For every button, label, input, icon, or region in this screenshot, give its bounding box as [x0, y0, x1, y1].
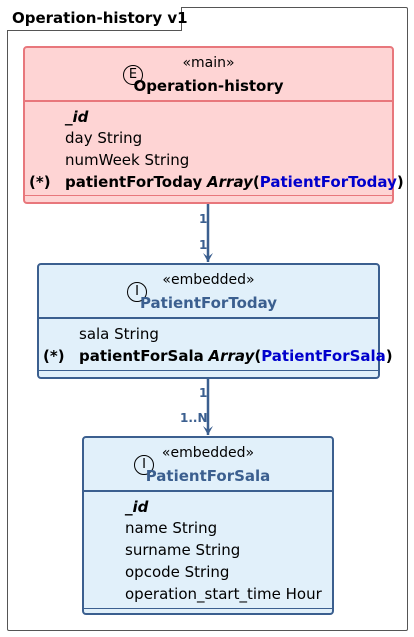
diagram-frame — [7, 7, 408, 631]
class-stereotype: «main» — [182, 55, 235, 71]
class-header-divider — [39, 317, 378, 319]
field-patientfortoday: patientForToday Array(PatientForToday) — [65, 173, 404, 191]
field-day: day String — [65, 129, 143, 147]
field-opcode: opcode String — [125, 563, 230, 581]
class-header-divider — [84, 490, 332, 492]
field-operation-start-time: operation_start_time Hour — [125, 585, 322, 603]
link-patientfortoday[interactable]: PatientForToday — [259, 173, 397, 191]
interface-icon: I — [127, 282, 147, 302]
class-patientfortoday[interactable]: I «embedded» PatientForToday sala String… — [37, 263, 393, 379]
class-operation-history[interactable]: E «main» Operation-history _id day Strin… — [23, 46, 404, 204]
class-header-divider — [25, 100, 392, 102]
link-patientforsala[interactable]: PatientForSala — [261, 347, 386, 365]
entity-icon: E — [123, 65, 143, 85]
frame-title-tab — [7, 7, 182, 31]
field-marker: (*) — [43, 347, 65, 365]
field-sala: sala String — [79, 325, 159, 343]
field-id: _id — [65, 108, 89, 126]
field-name: name String — [125, 519, 218, 537]
class-stereotype: «embedded» — [161, 445, 255, 461]
class-name: Operation-history — [133, 77, 284, 95]
interface-icon: I — [134, 455, 154, 475]
class-footer-divider — [39, 370, 378, 371]
relation-2-target-multiplicity: 1..N — [180, 411, 208, 425]
field-patientforsala: patientForSala Array(PatientForSala) — [79, 347, 393, 365]
field-marker: (*) — [29, 173, 51, 191]
class-footer-divider — [84, 608, 332, 609]
relation-1-target-multiplicity: 1 — [199, 238, 208, 252]
frame-title: Operation-history v1 — [12, 9, 188, 27]
relation-1-source-multiplicity: 1 — [199, 212, 208, 226]
field-surname: surname String — [125, 541, 241, 559]
field-id: _id — [125, 498, 149, 516]
class-footer-divider — [25, 195, 392, 196]
class-name: PatientForSala — [145, 467, 271, 485]
class-stereotype: «embedded» — [162, 272, 255, 288]
field-numweek: numWeek String — [65, 151, 190, 169]
class-patientforsala[interactable]: I «embedded» PatientForSala _id name Str… — [82, 436, 334, 615]
relation-2-source-multiplicity: 1 — [199, 386, 208, 400]
class-name: PatientForToday — [139, 294, 278, 312]
